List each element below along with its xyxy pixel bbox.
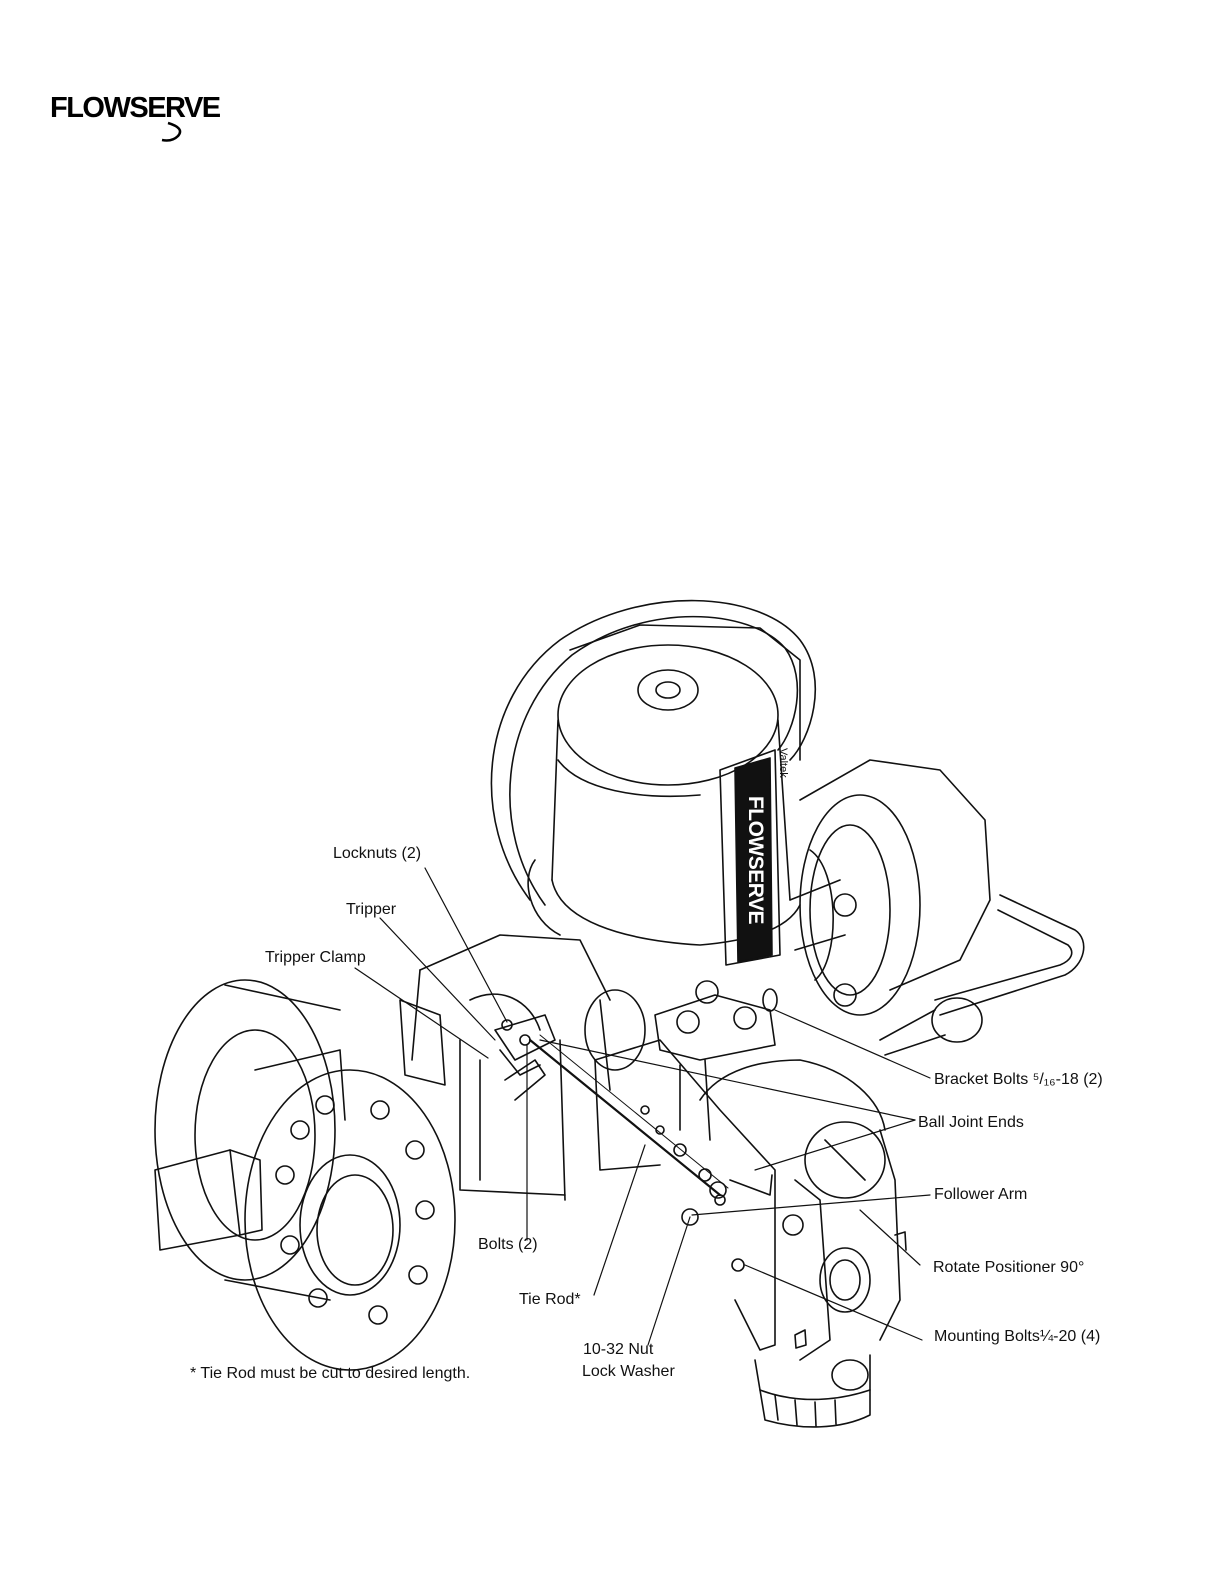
nameplate-brand-big: FLOWSERVE: [743, 796, 767, 924]
callout-bolts: Bolts (2): [478, 1235, 538, 1255]
footnote-tie-rod: * Tie Rod must be cut to desired length.: [190, 1364, 470, 1384]
right-flange: [790, 760, 990, 1015]
callout-lock-washer: Lock Washer: [582, 1362, 675, 1382]
follower-arm-plate: [595, 1040, 775, 1350]
mounting-bracket: [655, 981, 777, 1140]
positioner-body: [700, 1060, 906, 1427]
nameplate-brand-small: Valtek: [777, 748, 789, 778]
tie-rod: [530, 1035, 728, 1225]
callout-follower-arm: Follower Arm: [934, 1185, 1027, 1205]
callout-tie-rod: Tie Rod*: [519, 1290, 581, 1310]
callout-tripper-clamp: Tripper Clamp: [265, 948, 366, 968]
front-pipe-flange: [245, 1000, 455, 1370]
callout-mounting-bolts: Mounting Bolts¼-20 (4): [934, 1327, 1100, 1347]
callout-locknuts: Locknuts (2): [333, 844, 421, 864]
callout-tripper: Tripper: [346, 900, 396, 920]
tripper-assembly: [495, 1015, 555, 1100]
callout-bracket-bolts: Bracket Bolts ⁵/₁₆-18 (2): [934, 1070, 1103, 1090]
callout-rotate-positioner: Rotate Positioner 90°: [933, 1258, 1084, 1278]
left-pipe-flange: [155, 980, 345, 1300]
callout-ball-joint-ends: Ball Joint Ends: [918, 1113, 1024, 1133]
callout-nut: 10-32 Nut: [583, 1340, 653, 1360]
air-supply-tube: [491, 601, 1083, 1015]
